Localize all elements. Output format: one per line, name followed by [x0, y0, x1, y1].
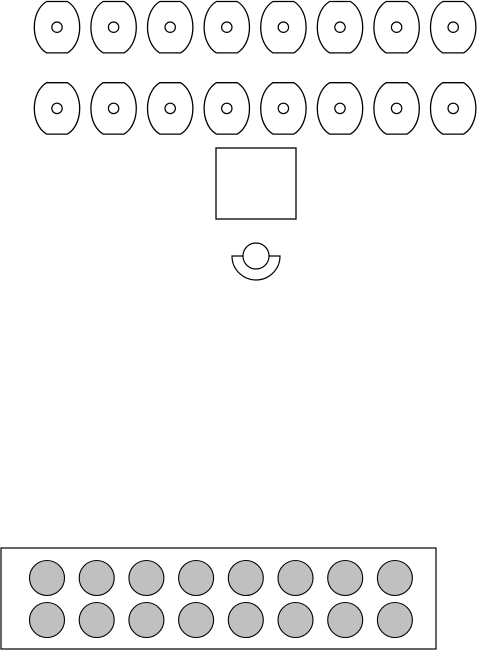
- board-dot: [30, 603, 65, 638]
- pad-hole: [108, 22, 118, 32]
- board-dot: [228, 603, 263, 638]
- pad: [148, 83, 193, 134]
- pad-hole: [108, 103, 118, 113]
- pad: [34, 2, 79, 53]
- pad: [148, 2, 193, 53]
- pad: [261, 83, 306, 134]
- pad-hole: [335, 22, 345, 32]
- pad: [431, 83, 476, 134]
- pad: [91, 83, 136, 134]
- pad-hole: [335, 103, 345, 113]
- pad-hole: [448, 22, 458, 32]
- pad-hole: [391, 103, 401, 113]
- pad-hole: [165, 22, 175, 32]
- pad-hole: [222, 22, 232, 32]
- board-dot: [228, 561, 263, 596]
- pad: [374, 83, 419, 134]
- pad: [204, 2, 249, 53]
- pad: [317, 2, 362, 53]
- board-dot: [377, 561, 412, 596]
- pad-hole: [448, 103, 458, 113]
- board-dot: [179, 603, 214, 638]
- pad-hole: [52, 22, 62, 32]
- board-dot: [328, 561, 363, 596]
- board-dot: [278, 603, 313, 638]
- board-dot: [129, 561, 164, 596]
- pad: [317, 83, 362, 134]
- pad-hole: [278, 22, 288, 32]
- pad-hole: [391, 22, 401, 32]
- pad-hole: [222, 103, 232, 113]
- pad: [204, 83, 249, 134]
- board-dot: [179, 561, 214, 596]
- board-dot: [30, 561, 65, 596]
- pad-hole: [165, 103, 175, 113]
- center-square: [216, 148, 296, 219]
- pad: [34, 83, 79, 134]
- pad: [374, 2, 419, 53]
- board-dot: [79, 561, 114, 596]
- indicator-circle: [243, 243, 269, 269]
- board-dot: [129, 603, 164, 638]
- indicator-symbol: [232, 243, 280, 280]
- board-dot: [377, 603, 412, 638]
- board-dot: [79, 603, 114, 638]
- pad-hole: [52, 103, 62, 113]
- pad: [261, 2, 306, 53]
- dot-board: [1, 548, 436, 649]
- pad: [91, 2, 136, 53]
- board-dot: [328, 603, 363, 638]
- pad-hole: [278, 103, 288, 113]
- top-pad-rows: [34, 2, 476, 135]
- board-dot: [278, 561, 313, 596]
- pad: [431, 2, 476, 53]
